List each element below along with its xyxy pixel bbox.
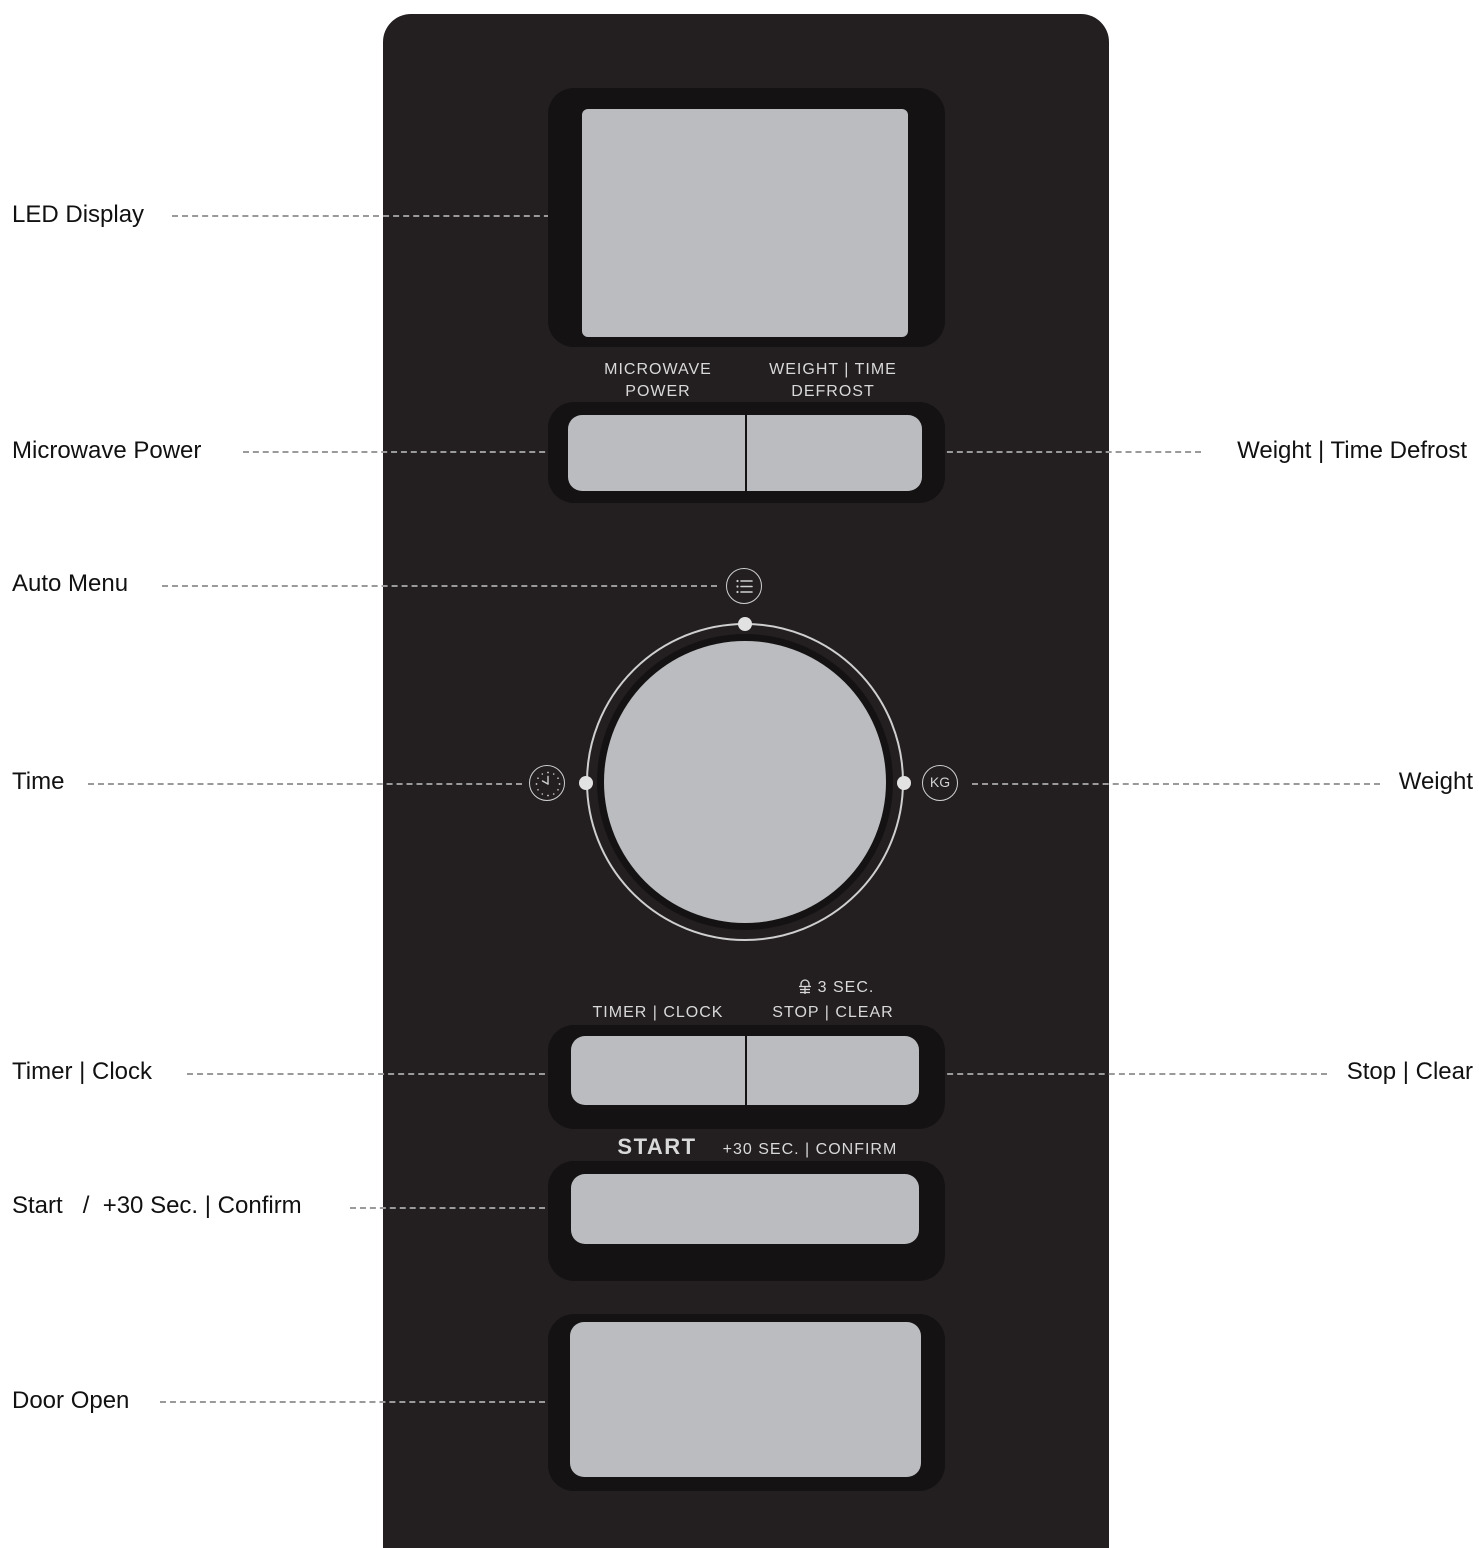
label-weight-time-defrost: WEIGHT | TIME DEFROST xyxy=(758,359,908,403)
weight-time-defrost-button[interactable] xyxy=(746,415,922,491)
callout-auto-menu: Auto Menu xyxy=(12,570,129,597)
dial-marker-right xyxy=(897,776,911,790)
timer-stop-divider xyxy=(745,1036,747,1114)
callout-door-open: Door Open xyxy=(12,1387,130,1414)
label-child-lock: 3 SEC. xyxy=(786,977,886,1002)
list-icon xyxy=(726,568,762,604)
callout-led-display: LED Display xyxy=(12,201,145,228)
callout-weight: Weight xyxy=(1398,768,1473,795)
label-microwave-power-line2: POWER xyxy=(625,383,691,400)
leader-microwave-power xyxy=(243,451,555,453)
label-timer-clock: TIMER | CLOCK xyxy=(592,1004,724,1021)
kg-icon: KG xyxy=(922,765,958,801)
label-microwave-power: MICROWAVE POWER xyxy=(588,359,728,403)
stop-clear-button[interactable] xyxy=(746,1036,919,1105)
start-button[interactable] xyxy=(571,1174,919,1244)
label-weight-time-line2: DEFROST xyxy=(791,383,875,400)
label-microwave-power-line1: MICROWAVE xyxy=(604,361,712,378)
callout-time: Time xyxy=(12,768,65,795)
callout-timer-clock: Timer | Clock xyxy=(12,1058,153,1085)
callout-start-confirm: Start / +30 Sec. | Confirm xyxy=(12,1192,302,1219)
callout-weight-time-defrost: Weight | Time Defrost xyxy=(1237,437,1467,464)
leader-auto-menu xyxy=(162,585,717,587)
leader-start-confirm xyxy=(350,1207,555,1209)
callout-stop-clear: Stop | Clear xyxy=(1346,1058,1473,1085)
dial-knob[interactable] xyxy=(604,641,886,923)
leader-door-open xyxy=(160,1401,555,1403)
led-display xyxy=(582,109,908,337)
leader-stop-clear xyxy=(937,1073,1327,1075)
label-stop-clear: STOP | CLEAR xyxy=(772,1004,894,1021)
leader-weight-time-defrost xyxy=(937,451,1201,453)
leader-led-display xyxy=(172,215,570,217)
clock-icon xyxy=(529,765,565,801)
label-start: START xyxy=(617,1134,697,1159)
leader-time xyxy=(88,783,522,785)
dial-marker-top xyxy=(738,617,752,631)
door-open-button[interactable] xyxy=(570,1322,921,1477)
power-defrost-divider xyxy=(745,415,747,491)
lock-duration: 3 SEC. xyxy=(817,979,875,996)
label-weight-time-line1: WEIGHT | TIME xyxy=(769,361,897,378)
microwave-power-button[interactable] xyxy=(568,415,746,491)
leader-weight xyxy=(972,783,1380,785)
leader-timer-clock xyxy=(187,1073,555,1075)
label-plus30-confirm: +30 SEC. | CONFIRM xyxy=(722,1141,898,1158)
callout-microwave-power: Microwave Power xyxy=(12,437,202,464)
timer-clock-button[interactable] xyxy=(571,1036,746,1105)
lock-icon xyxy=(798,979,812,1002)
dial-marker-left xyxy=(579,776,593,790)
